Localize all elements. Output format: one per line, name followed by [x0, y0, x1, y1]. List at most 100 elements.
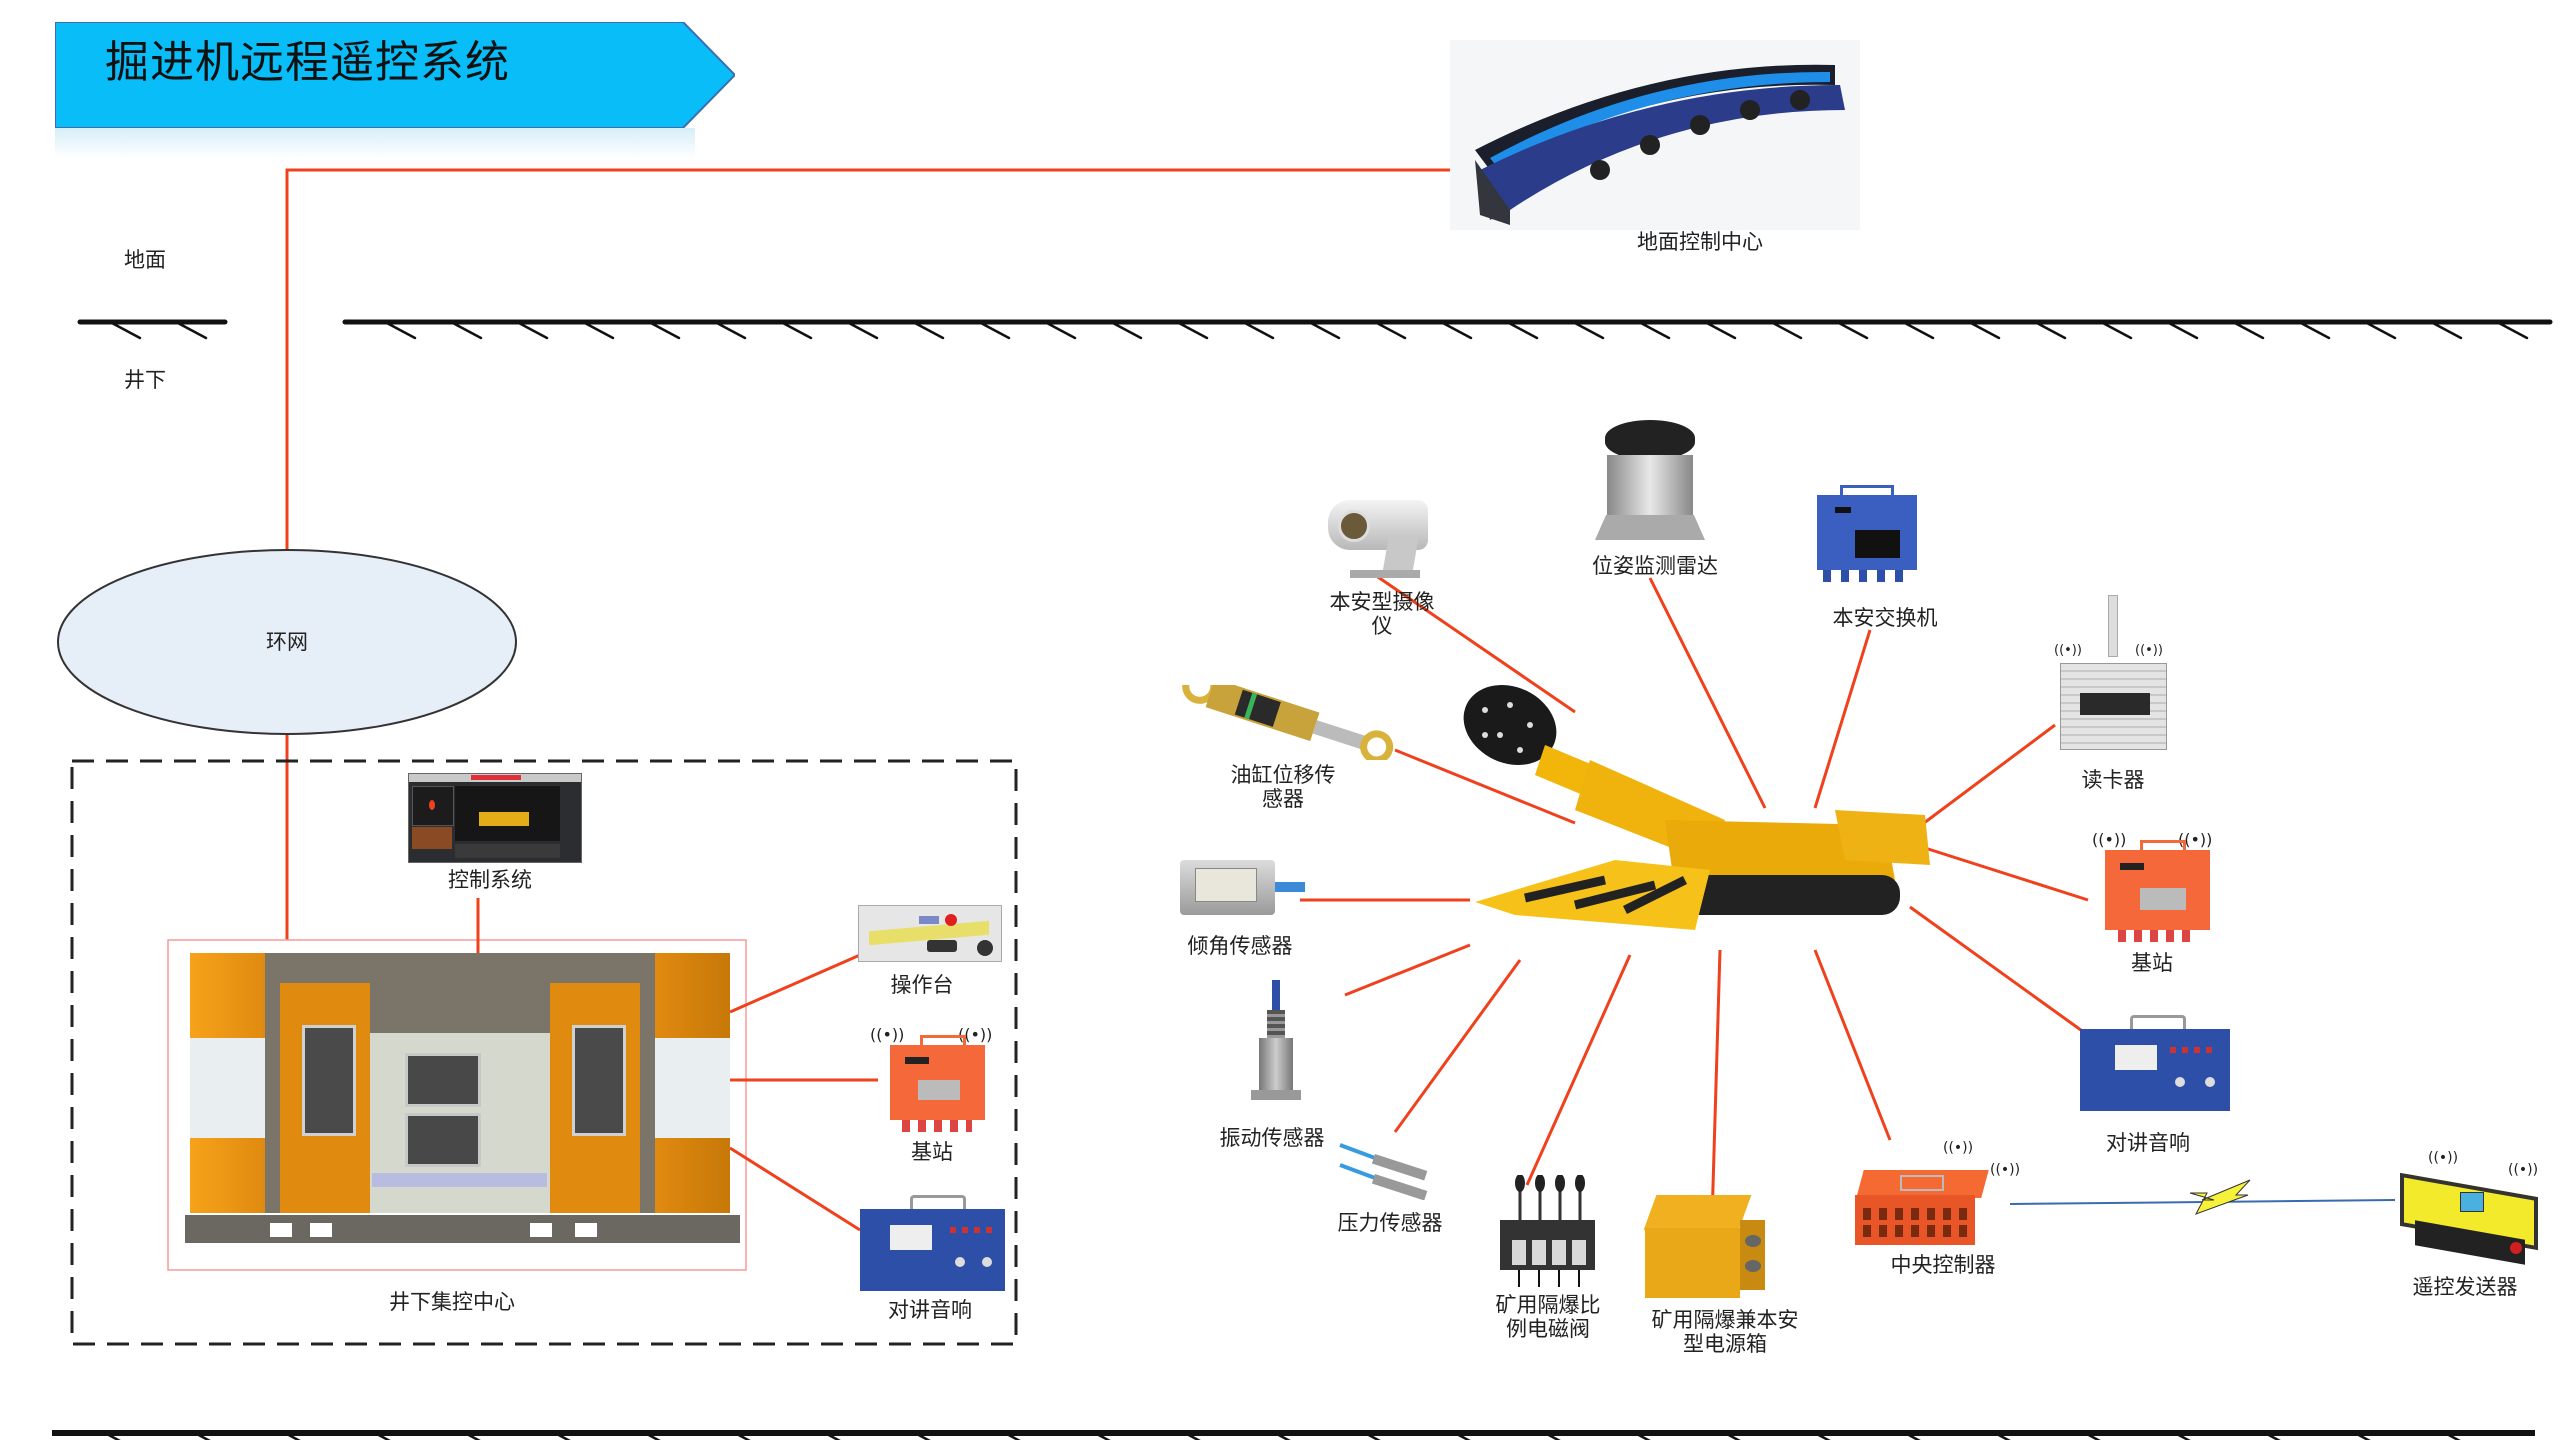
card-reader-label: 读卡器: [2081, 768, 2145, 792]
wire-radar: [1648, 577, 1767, 809]
wire-camera: [1374, 573, 1576, 714]
hatch-tick: [1769, 320, 1803, 340]
wireless-signal-icon: ((•)): [2135, 643, 2163, 658]
camera-label: 本安型摄像仪: [1329, 590, 1435, 638]
hatch-tick: [1637, 320, 1671, 340]
hatch-tick: [104, 1431, 121, 1440]
hatch-tick: [1634, 1431, 1651, 1440]
base-station-left-device[interactable]: ((•)) ((•)): [870, 1025, 1000, 1135]
central-controller-device[interactable]: ((•)) ((•)): [1855, 1140, 2020, 1250]
wire-intercom-right: [1909, 905, 2086, 1035]
hatch-tick: [108, 320, 142, 340]
base-station-right-device[interactable]: ((•)) ((•)): [2090, 830, 2220, 945]
tilt-sensor-device[interactable]: [1180, 860, 1305, 920]
hatch-tick: [449, 320, 483, 340]
intercom-right-device[interactable]: [2080, 1015, 2235, 1115]
hatch-tick: [1439, 320, 1473, 340]
roadheader-wires: [1300, 573, 2089, 1221]
base-station-left-label: 基站: [911, 1140, 953, 1164]
hatch-tick: [554, 1431, 571, 1440]
hatch-tick: [911, 320, 945, 340]
underground-center-boundary: [70, 759, 1018, 1346]
hatch-tick: [1094, 1431, 1111, 1440]
wire-console: [729, 953, 861, 1014]
hatch-tick: [1994, 1431, 2011, 1440]
vibration-sensor-device[interactable]: [1245, 980, 1310, 1110]
hatch-tick: [1043, 320, 1077, 340]
hatch-tick: [1904, 1431, 1921, 1440]
vibration-sensor-icon: [1259, 1038, 1293, 1093]
intercom-speaker-icon: [860, 1209, 1005, 1291]
underground-control-cabinet[interactable]: [185, 953, 740, 1258]
remote-transmitter-device[interactable]: ((•)) ((•)): [2390, 1150, 2545, 1265]
control-system-label: 控制系统: [448, 868, 532, 892]
banner-reflection: [55, 128, 695, 158]
radar-icon: [1605, 420, 1695, 460]
ring-network-ellipse: [57, 549, 517, 735]
solenoid-valve-device[interactable]: [1490, 1174, 1600, 1290]
intercom-speaker-icon: [2080, 1029, 2230, 1111]
camera-device[interactable]: [1320, 490, 1445, 590]
power-box-device[interactable]: [1643, 1190, 1775, 1302]
hatch-tick: [914, 1431, 931, 1440]
radar-label: 位姿监测雷达: [1592, 554, 1718, 578]
hatch-tick: [2084, 1431, 2101, 1440]
wire-cylinder-sensor: [1394, 748, 1576, 825]
controller-box-icon: [1855, 1195, 1975, 1245]
wire-switch: [1813, 629, 1872, 809]
wireless-signal-icon: ((•)): [2428, 1150, 2459, 1166]
hatch-tick: [824, 1431, 841, 1440]
roadheader-machine[interactable]: [1455, 680, 1955, 955]
cylinder-sensor-device[interactable]: [1175, 668, 1400, 764]
wire-solenoid-valve: [1525, 954, 1632, 1186]
console-label: 操作台: [890, 973, 954, 997]
hatch-tick: [1373, 320, 1407, 340]
hatch-tick: [1307, 320, 1341, 340]
control-system-device[interactable]: [408, 773, 582, 863]
central-controller-label: 中央控制器: [1890, 1253, 1996, 1277]
lightning-bolt-icon: [2189, 1179, 2251, 1215]
hatch-tick: [464, 1431, 481, 1440]
page-title: 掘进机远程遥控系统: [105, 37, 510, 88]
hatch-tick: [644, 1431, 661, 1440]
hatch-tick: [374, 1431, 391, 1440]
remote-transmitter-label: 遥控发送器: [2412, 1275, 2518, 1299]
ground-control-center-device[interactable]: [1450, 40, 1860, 230]
console-device[interactable]: [858, 905, 1002, 962]
hatch-tick: [581, 320, 615, 340]
hatch-tick: [174, 320, 208, 340]
wire-base-station-right: [1924, 846, 2089, 902]
hatch-tick: [1544, 1431, 1561, 1440]
tilt-sensor-label: 倾角传感器: [1187, 934, 1293, 958]
hatch-tick: [977, 320, 1011, 340]
wire-pressure-sensor: [1393, 959, 1522, 1133]
vibration-sensor-label: 振动传感器: [1219, 1126, 1325, 1150]
radar-device[interactable]: [1595, 420, 1705, 545]
hatch-tick: [1967, 320, 2001, 340]
pressure-sensor-label: 压力传感器: [1337, 1211, 1443, 1235]
ground-line-surface: [77, 319, 2553, 340]
hatch-tick: [2264, 1431, 2281, 1440]
wire-card-reader: [1919, 723, 2056, 828]
hatch-tick: [779, 320, 813, 340]
roadheader-icon: [1463, 685, 1930, 930]
pressure-sensor-device[interactable]: [1335, 1140, 1445, 1201]
hatch-tick: [1109, 320, 1143, 340]
intercom-left-device[interactable]: [860, 1195, 1010, 1295]
hatch-tick: [383, 320, 417, 340]
cylinder-sensor-label: 油缸位移传感器: [1230, 763, 1336, 811]
hatch-tick: [734, 1431, 751, 1440]
card-reader-device[interactable]: ((•)) ((•)): [2050, 595, 2175, 760]
hatch-tick: [1004, 1431, 1021, 1440]
hatch-tick: [1571, 320, 1605, 340]
hatch-tick: [1505, 320, 1539, 340]
hatch-tick: [1703, 320, 1737, 340]
zone-label-underground: 井下: [124, 368, 166, 392]
network-switch-device[interactable]: [1805, 485, 1930, 585]
hatch-tick: [1454, 1431, 1471, 1440]
hatch-tick: [2495, 320, 2529, 340]
intercom-left-label: 对讲音响: [888, 1298, 972, 1322]
hatch-tick: [2231, 320, 2265, 340]
hatch-tick: [1364, 1431, 1381, 1440]
